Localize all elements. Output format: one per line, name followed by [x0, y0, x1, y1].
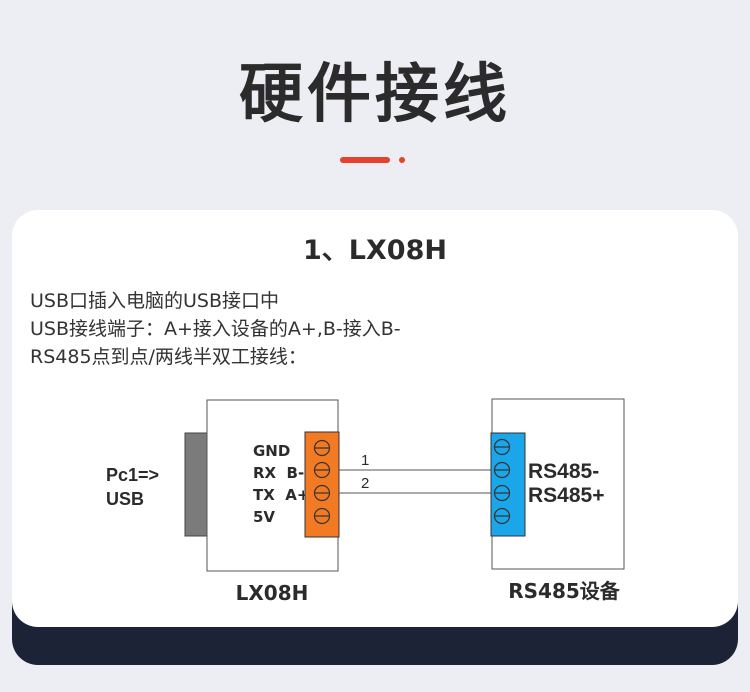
lx08h-pin-3-label: TX A+ [253, 486, 309, 504]
description-line-1: USB口插入电脑的USB接口中 [30, 290, 280, 312]
description-line-2: USB接线端子：A+接入设备的A+,B-接入B- [30, 318, 401, 340]
title-accent-dot [399, 157, 405, 163]
wire-1-label: 1 [361, 452, 369, 469]
lx08h-pin-2-label: RX B- [253, 464, 304, 482]
lx08h-caption: LX08H [236, 581, 309, 605]
wire-2-label: 2 [361, 475, 369, 492]
description-line-3: RS485点到点/两线半双工接线： [30, 346, 307, 368]
pc-label-line2: USB [106, 489, 144, 509]
title-accent-dash [340, 157, 390, 163]
rs485-pin-label-1: RS485- [528, 460, 599, 483]
lx08h-pin-4-label: 5V [253, 508, 275, 526]
rs485-device-caption: RS485设备 [508, 579, 621, 603]
pc-label-line1: Pc1=> [106, 465, 159, 485]
page-title: 硬件接线 [239, 58, 511, 132]
rs485-terminal-block [490, 432, 526, 537]
card-heading: 1、LX08H [303, 235, 447, 266]
rs485-terminal-screws [493, 438, 511, 525]
rs485-pin-label-2: RS485+ [528, 484, 604, 507]
lx08h-pin-1-label: GND [253, 442, 290, 460]
lx08h-terminal-screws [313, 439, 331, 525]
description: USB口插入电脑的USB接口中 USB接线端子：A+接入设备的A+,B-接入B-… [30, 287, 401, 371]
lx08h-terminal-block [304, 431, 340, 538]
usb-plug [184, 432, 208, 537]
